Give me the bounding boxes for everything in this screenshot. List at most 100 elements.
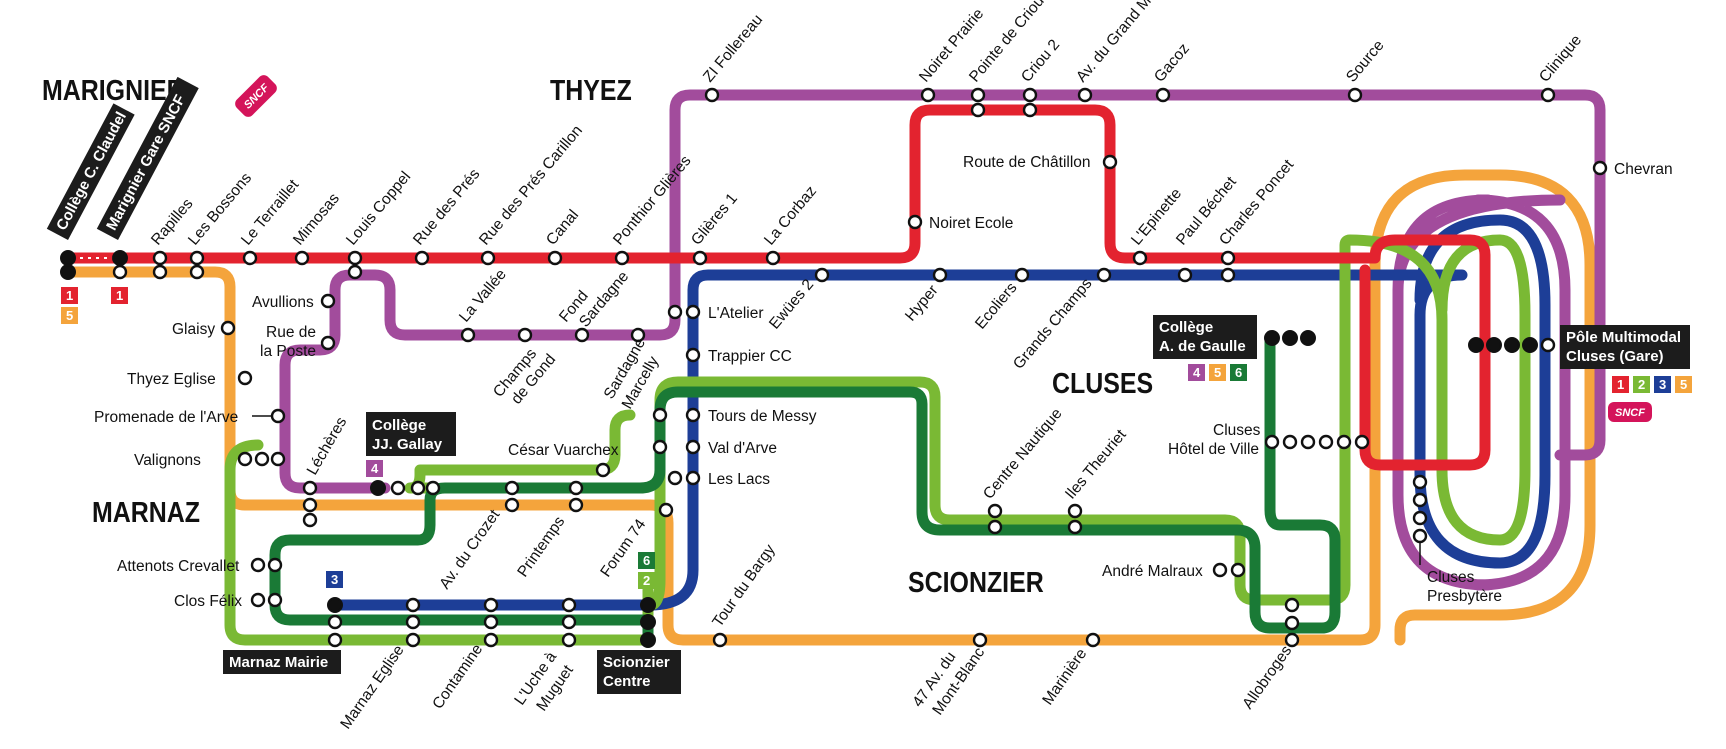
label-les-lacs: Les Lacs bbox=[708, 471, 770, 488]
label-canal: Canal bbox=[543, 207, 582, 249]
stop-forum-74[interactable] bbox=[658, 502, 674, 518]
stop-college-claudel[interactable] bbox=[60, 250, 76, 266]
stop-zi-follereau[interactable] bbox=[704, 87, 720, 103]
stop-l-epinette[interactable] bbox=[1132, 250, 1148, 266]
stop-l-uche-a-muguet[interactable] bbox=[561, 597, 577, 613]
stop-allobroges[interactable] bbox=[1284, 597, 1300, 613]
stop-la-vallee[interactable] bbox=[460, 327, 476, 343]
svg-text:4: 4 bbox=[1193, 365, 1201, 380]
stop-av-du-crozet[interactable] bbox=[504, 480, 520, 496]
stop-thyez-eglise[interactable] bbox=[237, 370, 253, 386]
stop-glieres-1[interactable] bbox=[692, 250, 708, 266]
label-cluses-hdv-2: Hôtel de Ville bbox=[1168, 441, 1259, 458]
stop-louis-coppel[interactable] bbox=[347, 250, 363, 266]
stop-ponthior-glieres[interactable] bbox=[614, 250, 630, 266]
label-attenots-crevallet: Attenots Crevallet bbox=[117, 558, 240, 575]
tag-marnaz-mairie[interactable]: Marnaz Mairie bbox=[223, 650, 341, 674]
badges-forum: 6 2 bbox=[638, 552, 655, 589]
label-iles-theuriet: Iles Theuriet bbox=[1062, 426, 1130, 503]
stop-sardagne-marcelly[interactable] bbox=[630, 327, 646, 343]
stop-rue-de-la-poste[interactable] bbox=[320, 335, 336, 351]
stop-clinique[interactable] bbox=[1540, 87, 1556, 103]
label-valignons: Valignons bbox=[134, 452, 201, 469]
line-6-route[interactable] bbox=[269, 334, 1341, 646]
svg-text:SNCF: SNCF bbox=[1615, 407, 1645, 419]
badges-gaulle: 4 5 6 bbox=[1188, 364, 1247, 381]
stop-glaisy[interactable] bbox=[220, 320, 236, 336]
stop-rue-des-pres-carillon[interactable] bbox=[480, 250, 496, 266]
stop-mariniere[interactable] bbox=[1085, 632, 1101, 648]
stop-criou-2[interactable] bbox=[1022, 87, 1038, 103]
stop-tour-du-bargy[interactable] bbox=[712, 632, 728, 648]
stop-le-terraillet[interactable] bbox=[242, 250, 258, 266]
stop-rapilles[interactable] bbox=[152, 250, 168, 266]
stop-avullions[interactable] bbox=[320, 293, 336, 309]
stop-champs-de-gond[interactable] bbox=[517, 327, 533, 343]
stop-contamine[interactable] bbox=[483, 597, 499, 613]
stop-lecheres[interactable] bbox=[302, 480, 318, 496]
stop-noiret-prairie[interactable] bbox=[920, 87, 936, 103]
svg-text:Centre: Centre bbox=[603, 673, 651, 690]
stop-gacoz[interactable] bbox=[1155, 87, 1171, 103]
stop-paul-bechet[interactable] bbox=[1177, 267, 1193, 283]
stop-andre-malraux[interactable] bbox=[1212, 562, 1228, 578]
stop-rue-des-pres[interactable] bbox=[414, 250, 430, 266]
stop-av-grand-massif[interactable] bbox=[1077, 87, 1093, 103]
stop-marnaz-mairie[interactable] bbox=[327, 597, 343, 613]
badges-pole: 1 2 3 5 bbox=[1612, 376, 1692, 393]
line-4-route[interactable] bbox=[279, 89, 1606, 591]
stop-valignons[interactable] bbox=[237, 451, 253, 467]
stop-charles-poncet[interactable] bbox=[1220, 250, 1236, 266]
tag-pole-multimodal[interactable]: Pôle Multimodal Cluses (Gare) bbox=[1560, 325, 1690, 369]
stop-chevran[interactable] bbox=[1592, 160, 1608, 176]
stop-av-mont-blanc[interactable] bbox=[972, 632, 988, 648]
stop-college-gaulle[interactable] bbox=[1264, 330, 1280, 346]
stop-trappier-cc[interactable] bbox=[685, 347, 701, 363]
stop-promenade-de-l-arve[interactable] bbox=[270, 408, 286, 424]
stop-printemps[interactable] bbox=[568, 480, 584, 496]
stop-fond-sardagne[interactable] bbox=[574, 327, 590, 343]
tag-college-gaulle[interactable]: Collège A. de Gaulle bbox=[1153, 315, 1257, 359]
stop-les-lacs[interactable] bbox=[667, 470, 683, 486]
label-louis-coppel: Louis Coppel bbox=[343, 168, 414, 248]
line-3-route[interactable] bbox=[329, 214, 1551, 611]
stop-iles-theuriet[interactable] bbox=[1067, 503, 1083, 519]
stop-ecoliers[interactable] bbox=[1014, 267, 1030, 283]
stop-pointe-de-criou[interactable] bbox=[970, 87, 986, 103]
stop-attenots-crevallet[interactable] bbox=[250, 557, 266, 573]
label-andre-malraux: André Malraux bbox=[1102, 563, 1203, 580]
stop-marignier-gare[interactable] bbox=[112, 250, 128, 266]
stop-centre-nautique[interactable] bbox=[987, 503, 1003, 519]
svg-text:3: 3 bbox=[331, 572, 338, 587]
svg-text:Collège: Collège bbox=[1159, 319, 1213, 336]
stop-college-gallay[interactable] bbox=[370, 480, 386, 496]
sncf-logo-cluses: SNCF bbox=[1608, 402, 1652, 422]
stop-l-atelier[interactable] bbox=[667, 304, 683, 320]
stop-la-corbaz[interactable] bbox=[765, 250, 781, 266]
stop-noiret-ecole[interactable] bbox=[907, 214, 923, 230]
stop-cesar-vuarchex[interactable] bbox=[595, 462, 611, 478]
stop-route-de-chatillon[interactable] bbox=[1102, 154, 1118, 170]
stop-pole-multimodal[interactable] bbox=[1468, 337, 1484, 353]
stop-canal[interactable] bbox=[547, 250, 563, 266]
stop-mimosas[interactable] bbox=[294, 250, 310, 266]
svg-text:5: 5 bbox=[1680, 377, 1687, 392]
tag-scionzier-centre[interactable]: Scionzier Centre bbox=[597, 650, 681, 694]
stop-grands-champs[interactable] bbox=[1096, 267, 1112, 283]
tag-college-gallay[interactable]: Collège JJ. Gallay bbox=[366, 412, 456, 456]
stop-ewues-2[interactable] bbox=[814, 267, 830, 283]
stop-source[interactable] bbox=[1347, 87, 1363, 103]
label-cluses-presbytere-1: Cluses bbox=[1427, 569, 1475, 586]
label-clinique: Clinique bbox=[1536, 32, 1585, 86]
stop-marnaz-eglise[interactable] bbox=[405, 597, 421, 613]
stop-scionzier-centre[interactable] bbox=[640, 597, 656, 613]
stop-cluses-presbytere[interactable] bbox=[1412, 474, 1428, 490]
stop-cluses-hotel-de-ville[interactable] bbox=[1264, 434, 1280, 450]
stop-tours-de-messy[interactable] bbox=[652, 407, 668, 423]
stop-hyper[interactable] bbox=[932, 267, 948, 283]
stop-val-d-arve[interactable] bbox=[652, 439, 668, 455]
stop-clos-felix[interactable] bbox=[250, 592, 266, 608]
label-marnaz-eglise: Marnaz Eglise bbox=[337, 642, 407, 732]
line-1-route[interactable] bbox=[62, 104, 1491, 471]
stop-les-bossons[interactable] bbox=[189, 250, 205, 266]
